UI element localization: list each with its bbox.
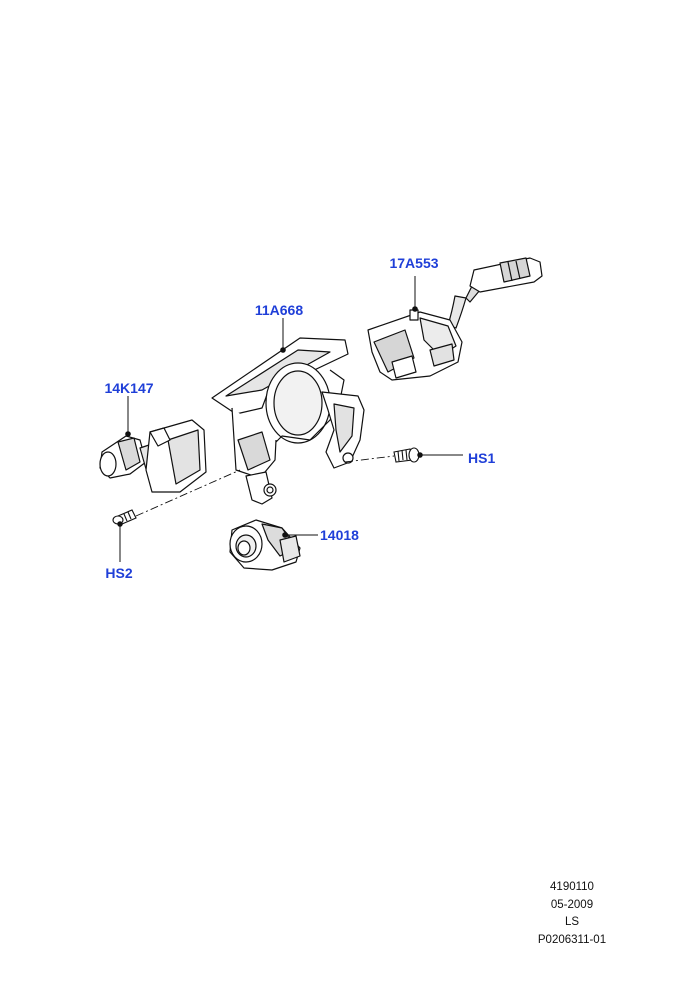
- callout-17a553: 17A553: [389, 255, 438, 271]
- fastener-hs2-screw: [112, 509, 137, 562]
- callout-hs2: HS2: [105, 565, 132, 581]
- drawing-date: 05-2009: [550, 898, 594, 911]
- callout-14k147: 14K147: [104, 380, 153, 396]
- illustration-id: P0206311-01: [537, 933, 607, 946]
- hs2-axis-line: [135, 469, 241, 517]
- part-14k147-indicator-stalk: [99, 396, 207, 493]
- part-17a553-wiper-stalk: [367, 257, 543, 381]
- part-11a668-switch-housing: [211, 318, 365, 505]
- callout-11a668: 11A668: [255, 302, 303, 318]
- callout-hs1: HS1: [468, 450, 495, 466]
- drawing-reference-block: 4190110 05-2009 LS P0206311-01: [512, 879, 632, 949]
- drawing-number: 4190110: [550, 881, 594, 893]
- callout-14018: 14018: [320, 527, 359, 543]
- fastener-hs1-screw: [393, 447, 463, 463]
- part-14018-rotary-switch: [229, 519, 318, 571]
- model-code: LS: [564, 916, 580, 928]
